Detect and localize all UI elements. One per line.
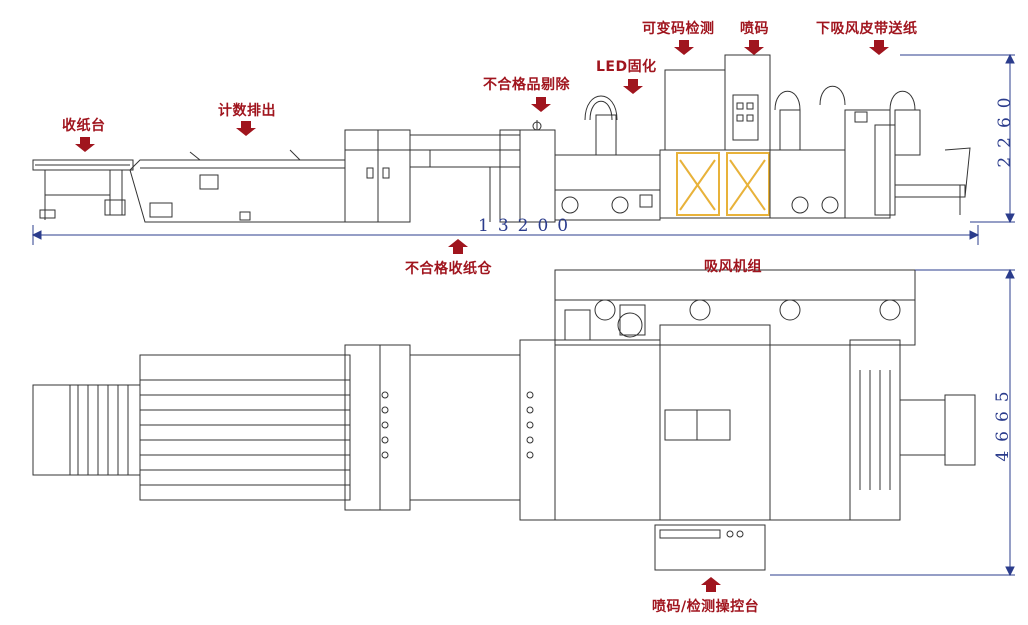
top-view — [32, 269, 976, 571]
arrow-reject-bin — [448, 239, 468, 254]
arrow-led-curing — [623, 79, 643, 94]
inspection-inkjet-tower — [659, 54, 771, 219]
label-led-curing: LED固化 — [596, 59, 657, 75]
arrow-inkjet — [744, 40, 764, 55]
feed-section-top — [769, 339, 976, 521]
conveyor-bands-top — [139, 354, 351, 501]
reject-removal-unit — [519, 120, 556, 223]
arrow-receiving-table — [75, 137, 95, 152]
arrow-count-output — [236, 121, 256, 136]
stacker-top — [32, 384, 141, 476]
inkjet-cabinet-top — [659, 324, 771, 521]
label-console: 喷码/检测操控台 — [652, 599, 760, 615]
dimension-lines — [31, 53, 1015, 577]
count-output-conveyor — [129, 149, 346, 223]
arrow-reject-removal — [531, 97, 551, 112]
arrow-variable-code — [674, 40, 694, 55]
reject-bin-cabinet — [344, 129, 411, 223]
label-inkjet: 喷码 — [740, 21, 769, 37]
label-arrows — [75, 40, 889, 592]
console-top — [654, 524, 766, 571]
dimension-length: 13200 — [478, 216, 578, 236]
label-suction-belt-feed: 下吸风皮带送纸 — [816, 21, 918, 37]
label-reject-bin: 不合格收纸仓 — [405, 261, 492, 277]
label-variable-code-inspection: 可变码检测 — [642, 21, 715, 37]
blower-unit-top — [554, 269, 916, 346]
suction-feed-section — [769, 85, 921, 219]
receiving-table — [32, 159, 134, 220]
label-blower-unit: 吸风机组 — [704, 259, 762, 275]
arrow-suction-feed — [869, 40, 889, 55]
label-reject-removal: 不合格品剔除 — [483, 77, 570, 93]
dimension-width: 4665 — [993, 382, 1013, 462]
led-curing-unit — [554, 95, 661, 221]
dimension-height: 2260 — [995, 88, 1015, 168]
feed-table — [894, 147, 971, 215]
middle-frames-top — [344, 339, 661, 521]
transfer-frame — [409, 129, 521, 223]
arrow-console — [701, 577, 721, 592]
side-view — [32, 54, 971, 223]
label-receiving-table: 收纸台 — [62, 118, 106, 134]
label-count-output: 计数排出 — [218, 103, 276, 119]
